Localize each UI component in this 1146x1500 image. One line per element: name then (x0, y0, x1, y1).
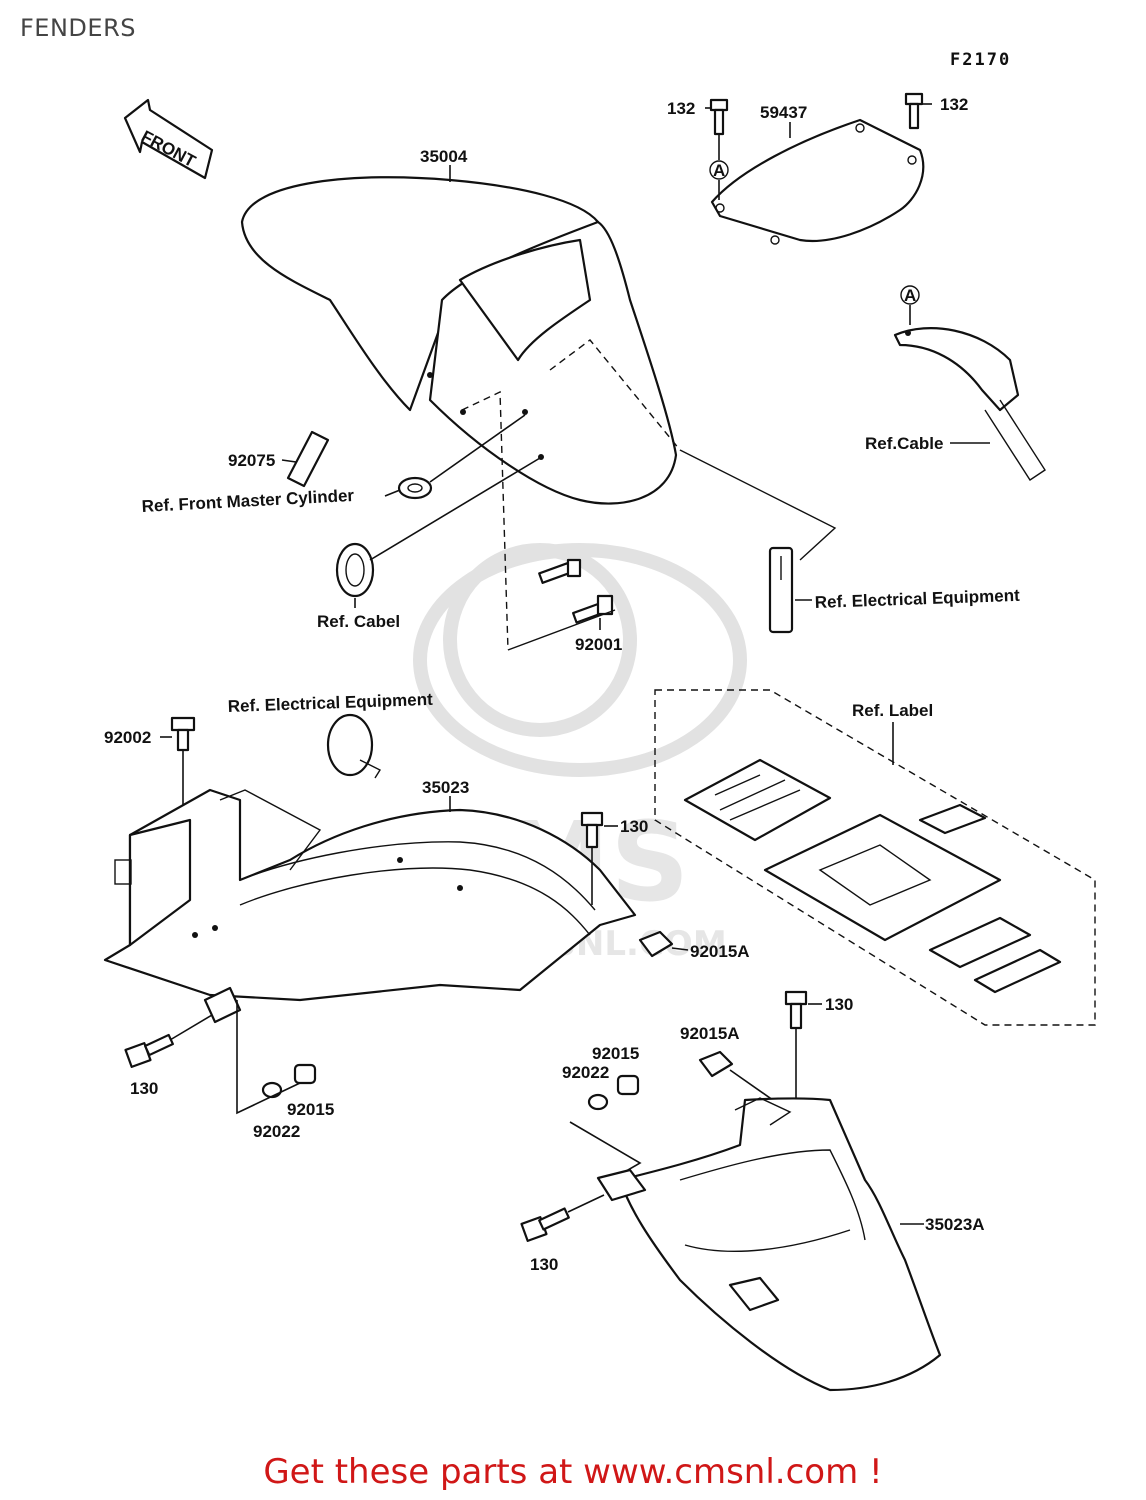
pad-92075[interactable] (286, 430, 330, 488)
washer-92022-a[interactable] (261, 1081, 283, 1099)
parts-diagram: CMS WWW.CMSNL.COM FRONT A (103, 92, 1096, 1392)
bolt-130-d[interactable] (520, 1207, 570, 1242)
label-92001: 92001 (575, 635, 622, 654)
rear-fender-35023[interactable] (103, 788, 637, 1024)
bolt-132-right[interactable] (904, 92, 924, 130)
label-35023a: 35023A (925, 1215, 985, 1234)
cable-grommet[interactable] (335, 542, 375, 598)
label-92075: 92075 (228, 451, 275, 470)
figure-code: F2170 (950, 50, 1012, 70)
bolt-92001-a[interactable] (538, 558, 582, 584)
label-92022-b: 92022 (562, 1063, 609, 1082)
front-arrow-icon: FRONT (123, 98, 214, 180)
label-ref-cabel: Ref. Cabel (317, 612, 400, 631)
label-ref-label: Ref. Label (852, 701, 933, 720)
bolt-132-left[interactable] (709, 98, 729, 136)
label-92015-a: 92015 (287, 1100, 334, 1119)
svg-text:A: A (904, 286, 916, 305)
bolt-130-c[interactable] (784, 990, 808, 1030)
label-reference-panel (654, 689, 1096, 1026)
label-132-left: 132 (667, 99, 695, 118)
label-92015a-a: 92015A (690, 942, 750, 961)
bolt-130-b[interactable] (124, 1033, 174, 1068)
electrical-clip-right[interactable] (768, 546, 794, 634)
page-title: FENDERS (20, 14, 136, 42)
label-130-d: 130 (530, 1255, 558, 1274)
callout-a-top: A (709, 160, 729, 180)
cable-bracket[interactable] (893, 327, 1046, 481)
label-92022-a: 92022 (253, 1122, 300, 1141)
label-59437: 59437 (760, 103, 807, 122)
label-35023: 35023 (422, 778, 469, 797)
label-130-b: 130 (130, 1079, 158, 1098)
label-92002: 92002 (104, 728, 151, 747)
label-35004: 35004 (420, 147, 468, 166)
label-92015a-b: 92015A (680, 1024, 740, 1043)
rear-flap-35023a[interactable] (596, 1097, 942, 1392)
bolt-92002[interactable] (170, 716, 196, 752)
nut-92015-b[interactable] (616, 1074, 640, 1096)
front-fender-35004[interactable] (240, 176, 681, 651)
label-ref-electrical-equipment-right: Ref. Electrical Equipment (814, 586, 1020, 612)
svg-text:A: A (713, 161, 725, 180)
label-130-c: 130 (825, 995, 853, 1014)
cover-59437[interactable] (710, 118, 925, 245)
nut-92015a-b[interactable] (698, 1050, 734, 1078)
nut-92015-a[interactable] (293, 1063, 317, 1085)
washer-92022-b[interactable] (587, 1093, 609, 1111)
cmsnl-footer-link[interactable]: Get these parts at www.cmsnl.com ! (263, 1452, 883, 1492)
electrical-clip-left[interactable] (326, 713, 382, 779)
label-ref-front-master-cylinder: Ref. Front Master Cylinder (141, 486, 355, 516)
label-132-right: 132 (940, 95, 968, 114)
nut-92015a-a[interactable] (638, 930, 674, 958)
label-92015-b: 92015 (592, 1044, 639, 1063)
master-cylinder-clamp[interactable] (397, 476, 433, 500)
label-ref-electrical-equipment-left: Ref. Electrical Equipment (227, 690, 433, 716)
label-130-a: 130 (620, 817, 648, 836)
label-ref-cable-top: Ref.Cable (865, 434, 943, 453)
callout-a-bottom: A (900, 285, 920, 305)
